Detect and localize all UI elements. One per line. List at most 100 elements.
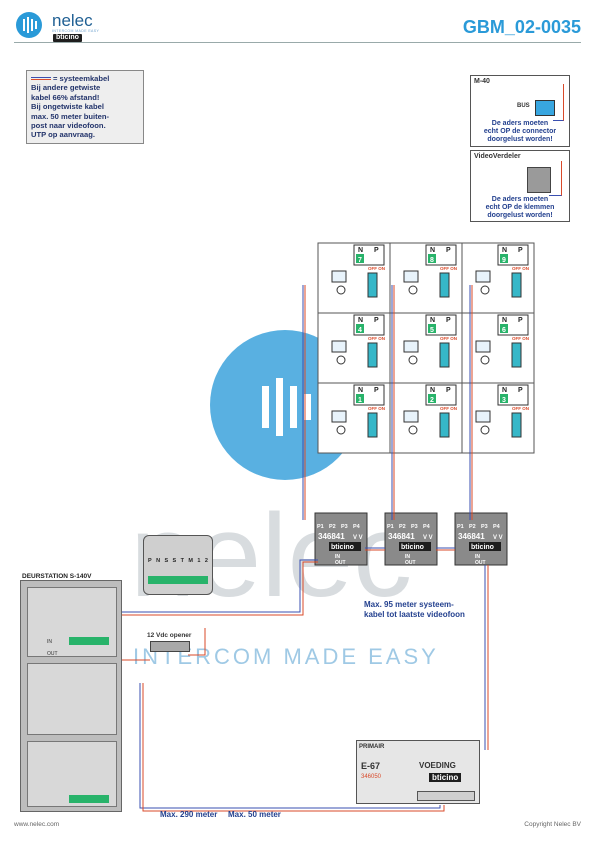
terminal-strip (69, 795, 109, 803)
distributor-vv-label: V V (353, 535, 363, 541)
detail-terminal-label: P (148, 558, 152, 564)
videoverdeler-info-box: VideoVerdeler De aders moeten echt OP de… (470, 150, 570, 222)
monitor-p-label: P (518, 317, 523, 324)
monitor-n-label: N (358, 387, 363, 394)
monitor-p-label: P (374, 317, 379, 324)
monitor-number: 2 (430, 397, 434, 404)
distributor-vv-label: V V (493, 535, 503, 541)
monitor-number: 7 (358, 257, 362, 264)
monitor-p-label: P (446, 317, 451, 324)
distributor-out-label: OUT (405, 560, 416, 566)
monitor-n-label: N (502, 387, 507, 394)
monitor-switch-label: OFF ON (512, 406, 529, 411)
distributor-port-label: P1 (317, 524, 324, 530)
distributor-in-label: IN (335, 554, 340, 560)
monitor-screen-icon (331, 410, 347, 423)
detail-terminal-label: 1 (197, 558, 201, 564)
monitor-knob-icon (336, 285, 346, 295)
monitor-knob-icon (408, 285, 418, 295)
monitor-number: 4 (358, 327, 362, 334)
monitor-screen-icon (403, 410, 419, 423)
distributor-code: 346841 (388, 532, 415, 541)
distributor-out-label: OUT (475, 560, 486, 566)
monitor-screen-icon (475, 340, 491, 353)
distributor-port-label: P4 (493, 524, 501, 530)
monitor-screen-icon (403, 270, 419, 283)
distributor-in-label: IN (405, 554, 410, 560)
distributor-port-label: P3 (481, 524, 488, 530)
monitor-terminal (367, 272, 378, 298)
footer-copyright: Copyright Nelec BV (524, 821, 581, 828)
door-station-title: DEURSTATION S-140V (22, 573, 92, 580)
monitor-knob-icon (408, 355, 418, 365)
module-out-label: OUT (47, 651, 58, 657)
monitor-knob-icon (408, 425, 418, 435)
monitor-terminal (439, 342, 450, 368)
distributor-port-label: P2 (329, 524, 336, 530)
videoverdeler-wire (549, 161, 562, 196)
monitor-knob-icon (480, 425, 490, 435)
videoverdeler-line: De aders moeten (491, 196, 549, 203)
monitor-switch-label: OFF ON (440, 406, 457, 411)
distributor-logo: bticino (471, 544, 494, 551)
distributor-port-label: P3 (411, 524, 418, 530)
monitor-switch-label: OFF ON (440, 266, 457, 271)
distributor-code: 346841 (318, 532, 345, 541)
note-line: = systeemkabel (53, 74, 110, 83)
videoverdeler-line: echt OP de klemmen (485, 204, 555, 211)
distributor-out-label: OUT (335, 560, 346, 566)
monitor-switch-label: OFF ON (512, 266, 529, 271)
distributor-port-label: P4 (353, 524, 361, 530)
psu-code: 346050 (361, 774, 382, 780)
monitor-n-label: N (430, 247, 435, 254)
monitor-number: 5 (430, 327, 434, 334)
footer-website: www.nelec.com (14, 821, 60, 828)
monitor-terminal (511, 412, 522, 438)
psu-bticino-logo: bticino (429, 773, 462, 782)
monitor-switch-label: OFF ON (368, 266, 385, 271)
note-line: max. 50 meter buiten- (31, 111, 110, 121)
detail-terminal-label: N (156, 558, 161, 564)
monitor-number: 1 (358, 397, 362, 404)
monitor-number: 8 (430, 257, 434, 264)
monitor-screen-icon (403, 340, 419, 353)
monitor-number: 3 (502, 397, 506, 404)
psu-name: VOEDING (419, 761, 456, 770)
brand-name: nelec (52, 11, 93, 30)
distributor-code: 346841 (458, 532, 485, 541)
monitor-terminal (367, 342, 378, 368)
max-290-note: Max. 290 meter (160, 810, 218, 819)
monitor-screen-icon (331, 270, 347, 283)
note-line: Bij andere getwiste (31, 83, 101, 93)
monitor-n-label: N (430, 317, 435, 324)
monitor-terminal (439, 272, 450, 298)
nelec-logo-icon (16, 12, 42, 38)
monitor-n-label: N (358, 247, 363, 254)
distributor-port-label: P2 (399, 524, 406, 530)
max-95-note: Max. 95 meter systeem-kabel tot laatste … (364, 600, 465, 619)
distributor-port-label: P1 (457, 524, 464, 530)
distributor-port-label: P3 (341, 524, 348, 530)
psu-primary-label: PRIMAIR (359, 744, 385, 750)
distributor-port-label: P2 (469, 524, 476, 530)
power-supply: PRIMAIR E-67 VOEDING 346050 bticino (356, 740, 480, 804)
monitor-n-label: N (502, 317, 507, 324)
note-line: UTP op aanvraag. (31, 130, 96, 140)
detail-terminal-strip (148, 576, 208, 584)
videoverdeler-title: VideoVerdeler (474, 153, 521, 160)
opener-label: 12 Vdc opener (147, 632, 192, 639)
detail-terminal-label: S (172, 558, 177, 564)
monitor-p-label: P (446, 247, 451, 254)
header-divider (14, 42, 581, 43)
m40-info-box: M-40 BUS De aders moeten echt OP de conn… (470, 75, 570, 147)
monitor-screen-icon (475, 410, 491, 423)
videoverdeler-terminal-icon (527, 167, 551, 193)
